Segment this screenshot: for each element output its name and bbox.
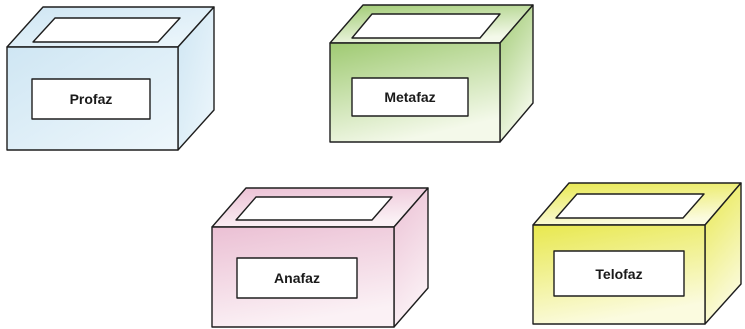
box-telofaz-label: Telofaz <box>595 266 642 282</box>
box-profaz-top-opening <box>33 18 180 42</box>
box-telofaz-top-opening <box>556 194 704 218</box>
box-telofaz: Telofaz <box>533 183 741 324</box>
box-metafaz-label: Metafaz <box>384 89 435 105</box>
box-anafaz-label: Anafaz <box>274 270 320 286</box>
box-metafaz: Metafaz <box>330 5 533 142</box>
box-anafaz-top-opening <box>236 197 392 220</box>
box-metafaz-top-opening <box>352 14 500 38</box>
box-profaz: Profaz <box>7 7 214 150</box>
box-anafaz: Anafaz <box>212 188 428 327</box>
box-profaz-label: Profaz <box>70 91 113 107</box>
